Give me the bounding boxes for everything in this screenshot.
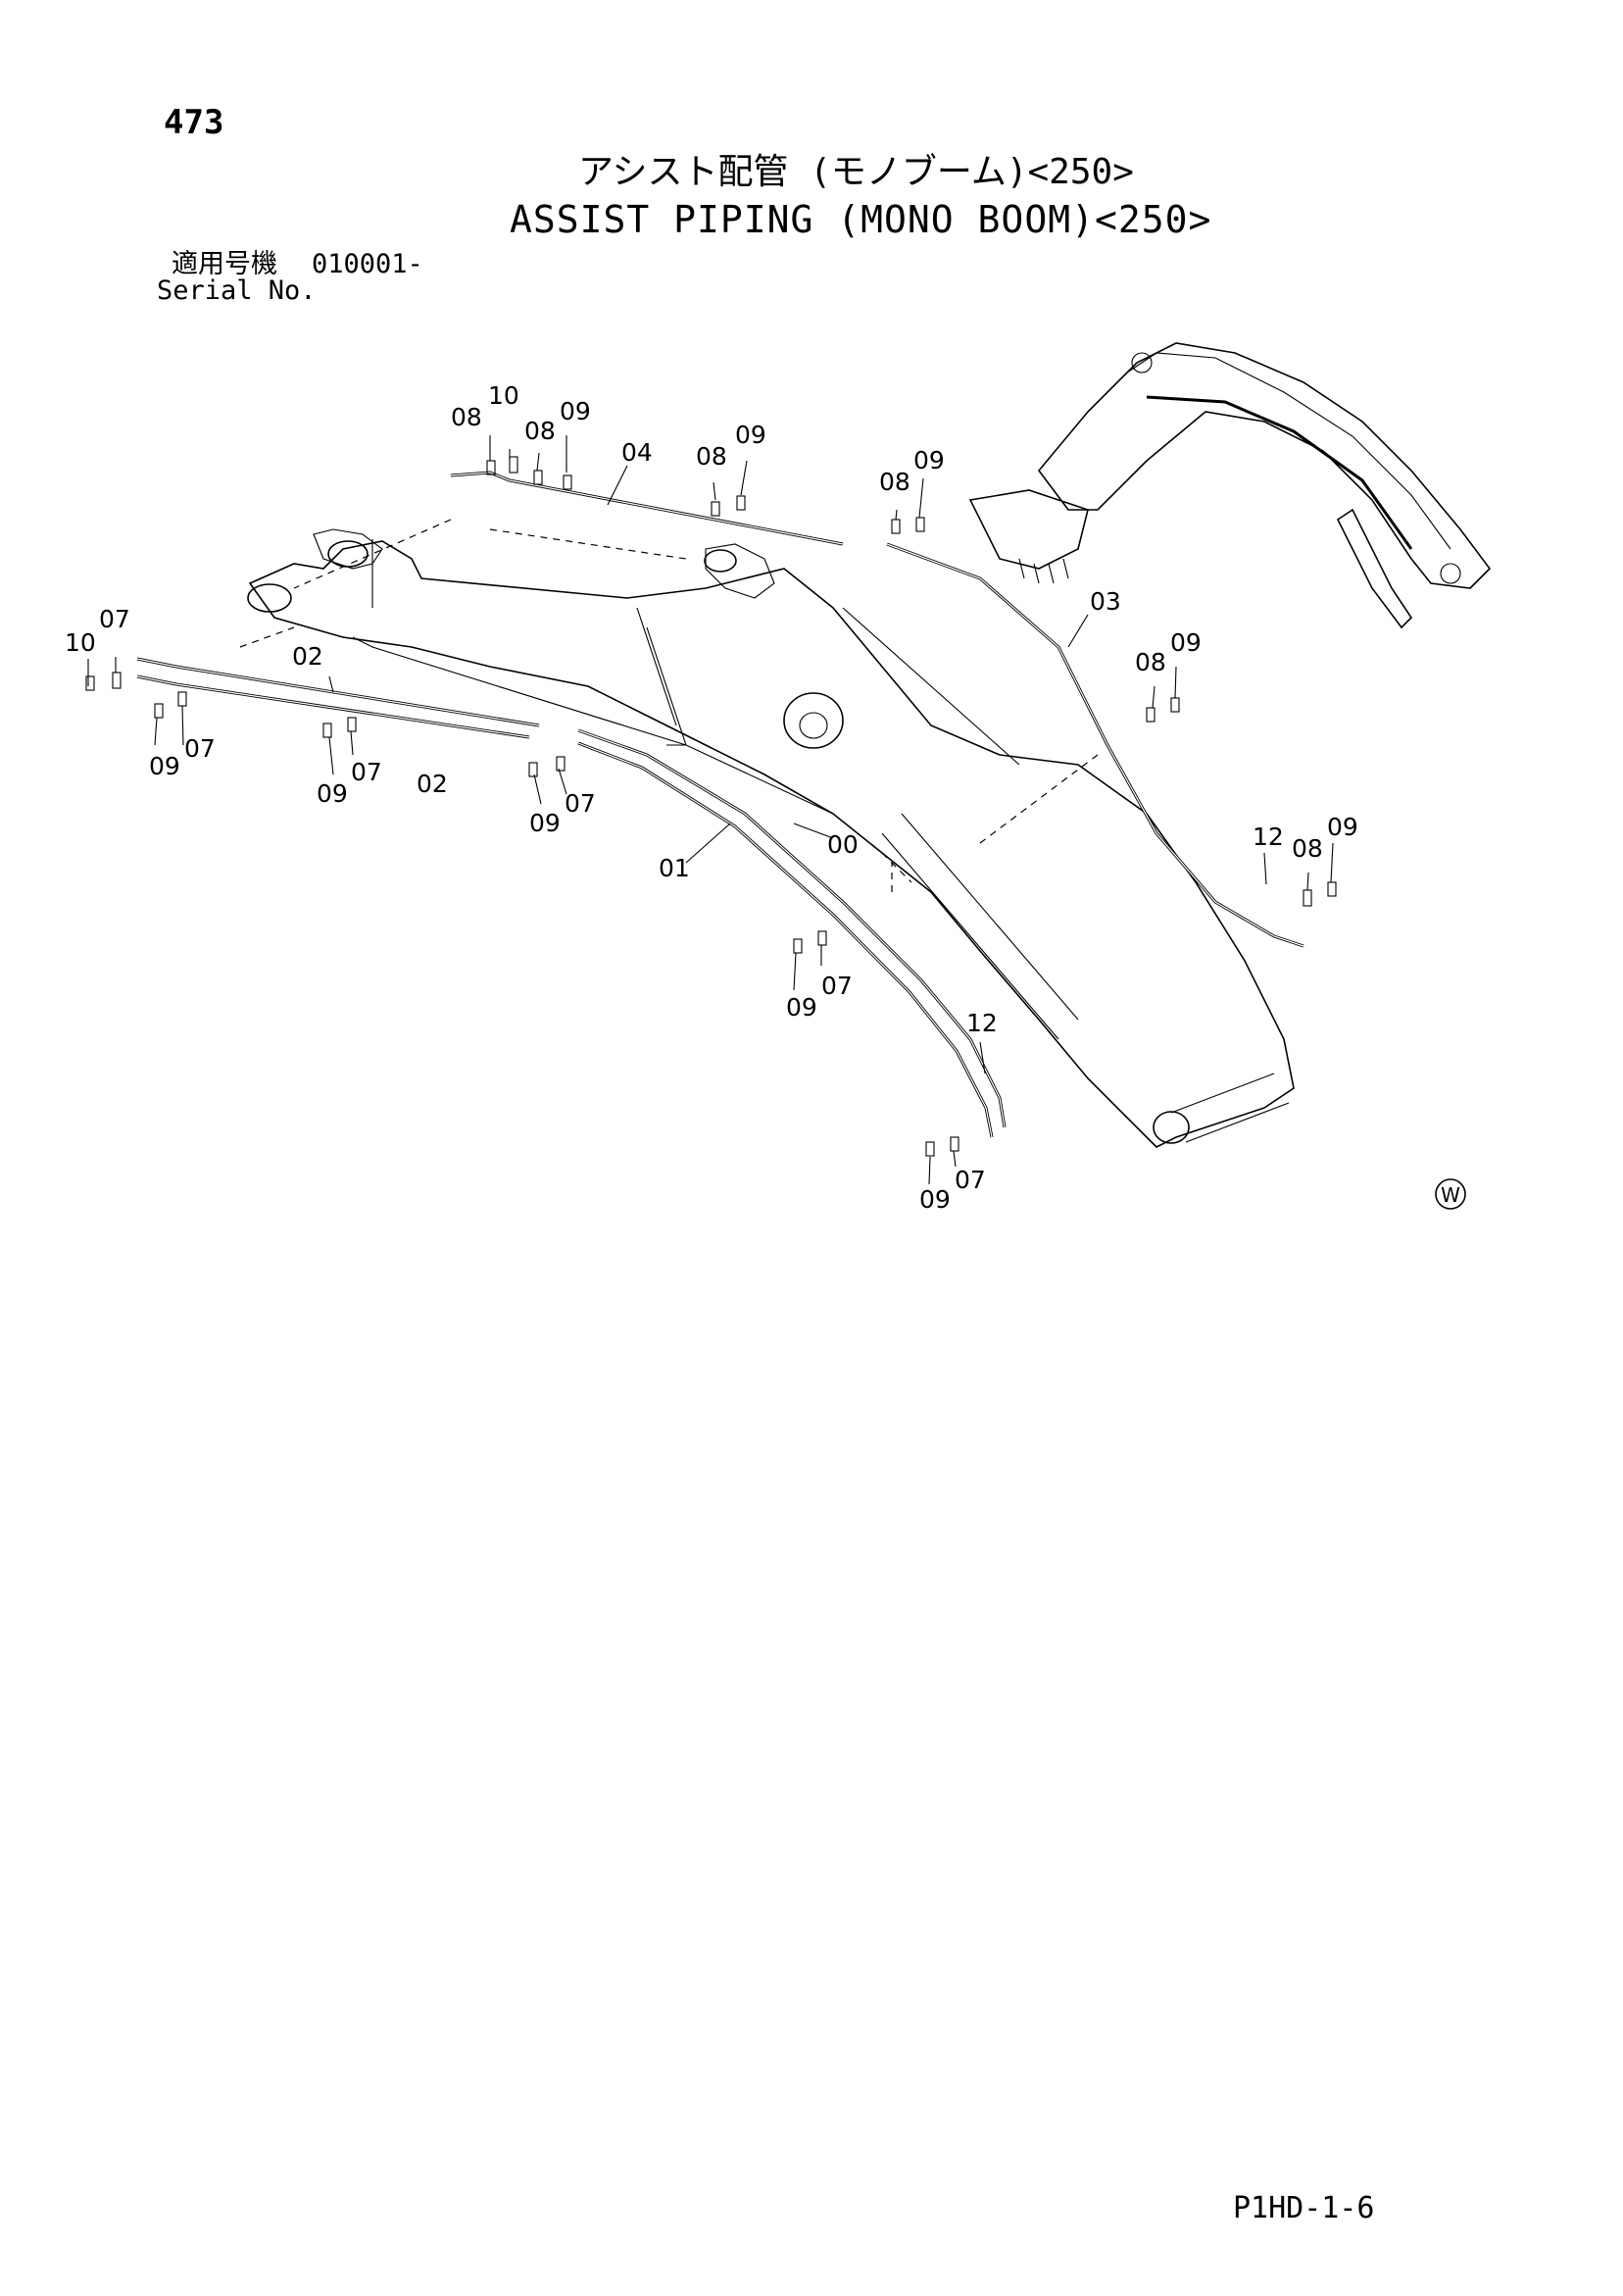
- pipes-02: [136, 657, 540, 739]
- callout-label: 02: [292, 642, 323, 671]
- callout-label: 08: [524, 417, 556, 445]
- callout-label: 09: [913, 446, 945, 474]
- hoses-00-01: [577, 728, 1007, 1138]
- callout-label: 09: [317, 779, 348, 808]
- callout-label: 09: [1327, 813, 1358, 841]
- parts-diagram: 08 10 08 09 04 08 09 08 09 10 07 02 09 0…: [65, 342, 1492, 1214]
- callout-label: 03: [1090, 587, 1121, 616]
- callout-label: 08: [1135, 648, 1166, 676]
- hose-03: [886, 542, 1304, 948]
- callout-label: 08: [696, 442, 727, 471]
- callout-label: 10: [65, 628, 96, 657]
- callout-label: 07: [821, 972, 853, 1000]
- callout-label: 09: [529, 809, 561, 837]
- callout-label: 09: [786, 993, 817, 1022]
- callout-label: 07: [351, 758, 382, 786]
- w-mark-icon: W: [1435, 1178, 1466, 1210]
- callout-label: 09: [735, 421, 766, 449]
- callout-label: 09: [1170, 628, 1202, 657]
- footer-code: P1HD-1-6: [1233, 2191, 1375, 2225]
- callout-label: 07: [99, 605, 130, 633]
- callout-label: 07: [565, 789, 596, 818]
- callout-label: 08: [451, 403, 482, 431]
- fittings: [85, 456, 1337, 1157]
- callout-label: 07: [955, 1166, 986, 1194]
- pipe-04: [450, 471, 844, 546]
- serial-label-english: Serial No.: [157, 275, 317, 306]
- svg-text:W: W: [1441, 1183, 1460, 1207]
- callout-label: 09: [919, 1185, 951, 1214]
- serial-number: 010001-: [312, 249, 423, 279]
- callout-label: 02: [417, 770, 448, 798]
- callout-label: 10: [488, 381, 519, 410]
- leader-lines: [87, 435, 1334, 1185]
- callout-label: 00: [827, 830, 859, 859]
- callout-label: 07: [184, 734, 216, 763]
- callout-label: 08: [1292, 834, 1323, 863]
- serial-label-japanese: 適用号機: [172, 249, 277, 279]
- callout-label: 08: [879, 468, 910, 496]
- callout-label: 12: [1253, 823, 1284, 851]
- callout-label: 09: [560, 397, 591, 425]
- callout-label: 04: [621, 438, 653, 467]
- excavator-inset-drawing: [968, 342, 1492, 629]
- callout-label: 01: [659, 854, 690, 882]
- title-english: ASSIST PIPING (MONO BOOM)<250>: [510, 198, 1212, 241]
- callout-label: 12: [966, 1009, 998, 1037]
- page-number: 473: [164, 103, 224, 142]
- callout-labels: 08 10 08 09 04 08 09 08 09 10 07 02 09 0…: [65, 381, 1358, 1214]
- callout-label: 09: [149, 752, 180, 780]
- title-japanese: アシスト配管 (モノブーム)<250>: [578, 152, 1134, 192]
- boom-drawing: [239, 519, 1295, 1148]
